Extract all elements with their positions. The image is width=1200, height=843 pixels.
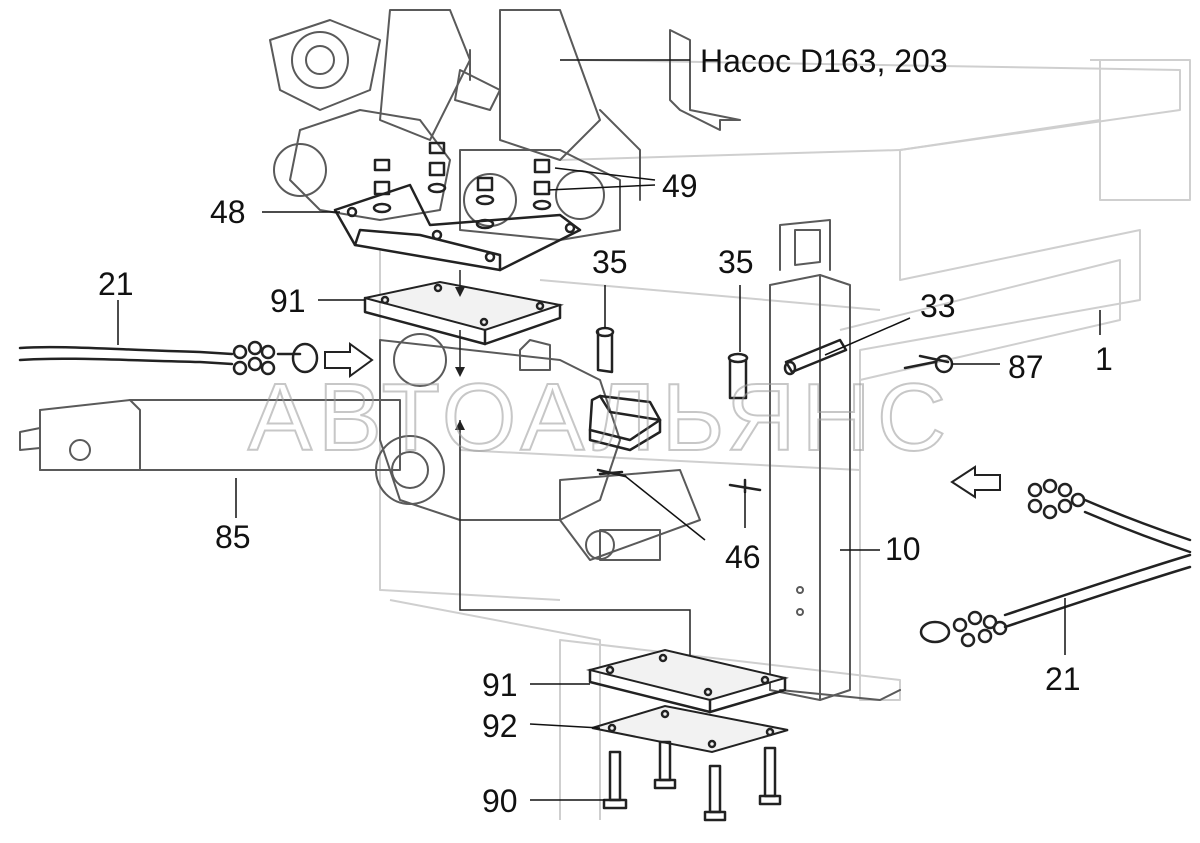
label-87: 87: [1008, 349, 1044, 385]
stand-post-10: [769, 219, 901, 701]
label-10: 10: [885, 531, 921, 567]
bolts-90: [602, 740, 782, 822]
cotter-pins-46: [596, 468, 762, 494]
bracket-48: [333, 183, 582, 272]
chassis-frame: [379, 59, 1191, 820]
label-35-b: 35: [718, 244, 754, 280]
plate-91-lower: [586, 648, 789, 714]
label-91-lower: 91: [482, 667, 518, 703]
gasket-92: [591, 704, 789, 754]
leader-lines: [117, 59, 1101, 801]
label-49: 49: [662, 168, 698, 204]
label-1: 1: [1095, 341, 1113, 377]
label-90: 90: [482, 783, 518, 819]
label-92: 92: [482, 708, 518, 744]
label-91-upper: 91: [270, 283, 306, 319]
alignment-lines: [455, 270, 691, 660]
hose-21-left: [18, 340, 319, 376]
label-35-a: 35: [592, 244, 628, 280]
plate-91-upper: [363, 280, 564, 346]
part-labels: Насос D163, 203 49 48 35 35 33 1 21 91 8…: [98, 43, 1113, 819]
bolts-49: [372, 141, 552, 230]
label-21-left: 21: [98, 266, 134, 302]
label-pump: Насос D163, 203: [700, 43, 948, 79]
label-33: 33: [920, 288, 956, 324]
clevis-bracket: [588, 394, 662, 452]
label-85: 85: [215, 519, 251, 555]
watermark-text: АВТОАЛЬЯНС: [248, 364, 952, 471]
hose-21-right: [919, 478, 1192, 648]
assembly-arrows: [324, 342, 1001, 499]
hydraulic-pump: [269, 9, 741, 241]
drawbar-85: [19, 399, 401, 471]
pin-33: [783, 338, 848, 376]
label-46: 46: [725, 539, 761, 575]
label-21-right: 21: [1045, 661, 1081, 697]
label-48: 48: [210, 194, 246, 230]
